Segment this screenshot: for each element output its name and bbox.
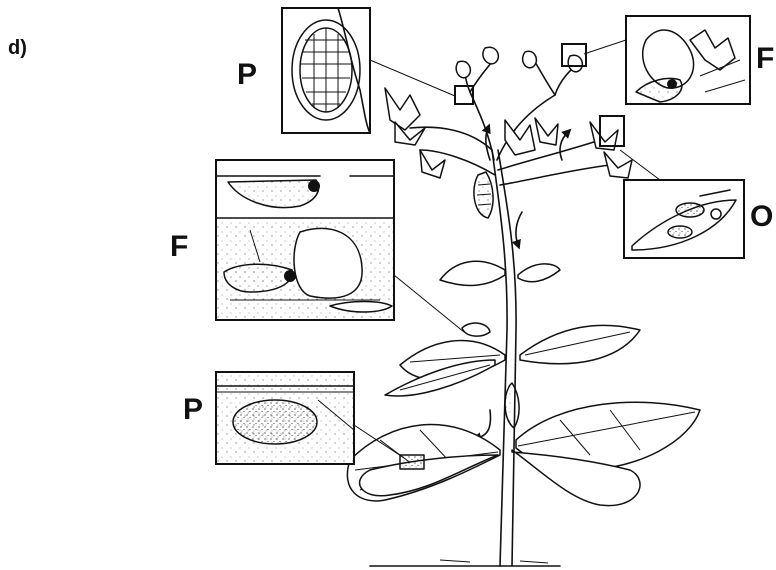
inset-p-fruit [282,8,370,133]
arrow-up-right [560,132,568,160]
mid-leaf-larva [462,323,490,336]
inset-o-eggs [624,180,744,258]
leader-f-top [584,40,626,54]
lower-leaves [347,402,700,505]
arrow-down [516,212,522,245]
flower-heads [385,47,632,178]
marker-p-top [455,86,473,104]
inset-f-top-right [626,16,750,104]
arrow-curve-lower [476,410,490,438]
middle-leaves [385,261,640,396]
inset-p-lower-left [216,372,354,464]
leaf-pupa-marker [400,455,424,469]
inset-f-mid-left [216,160,394,320]
leader-p-top [370,60,455,96]
stem-larva-lower [505,383,519,428]
